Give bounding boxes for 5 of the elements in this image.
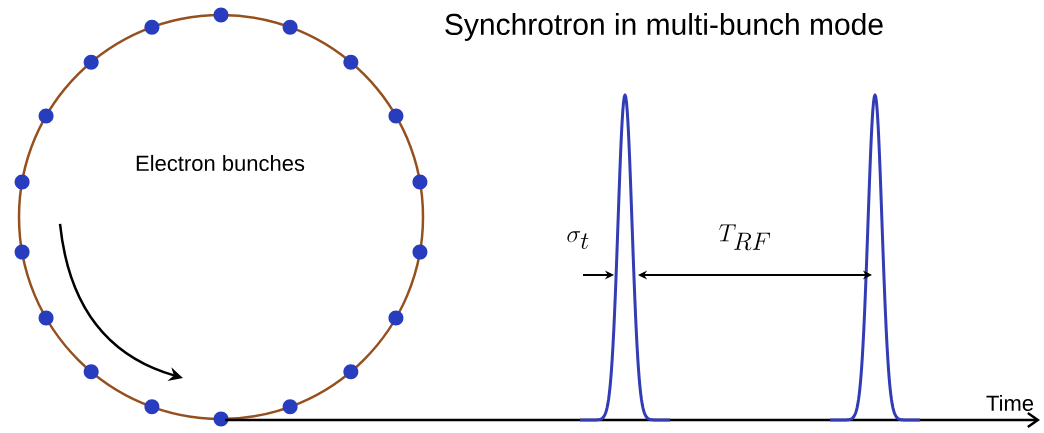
axis-label: Time	[986, 394, 1034, 412]
heading-label: Electron bunches	[136, 154, 305, 172]
title: Synchrotron in multi-bunch mode	[445, 13, 883, 41]
formula-label: $T_{RF}$	[719, 224, 771, 251]
formula-label: $\sigma_t$	[567, 231, 589, 249]
